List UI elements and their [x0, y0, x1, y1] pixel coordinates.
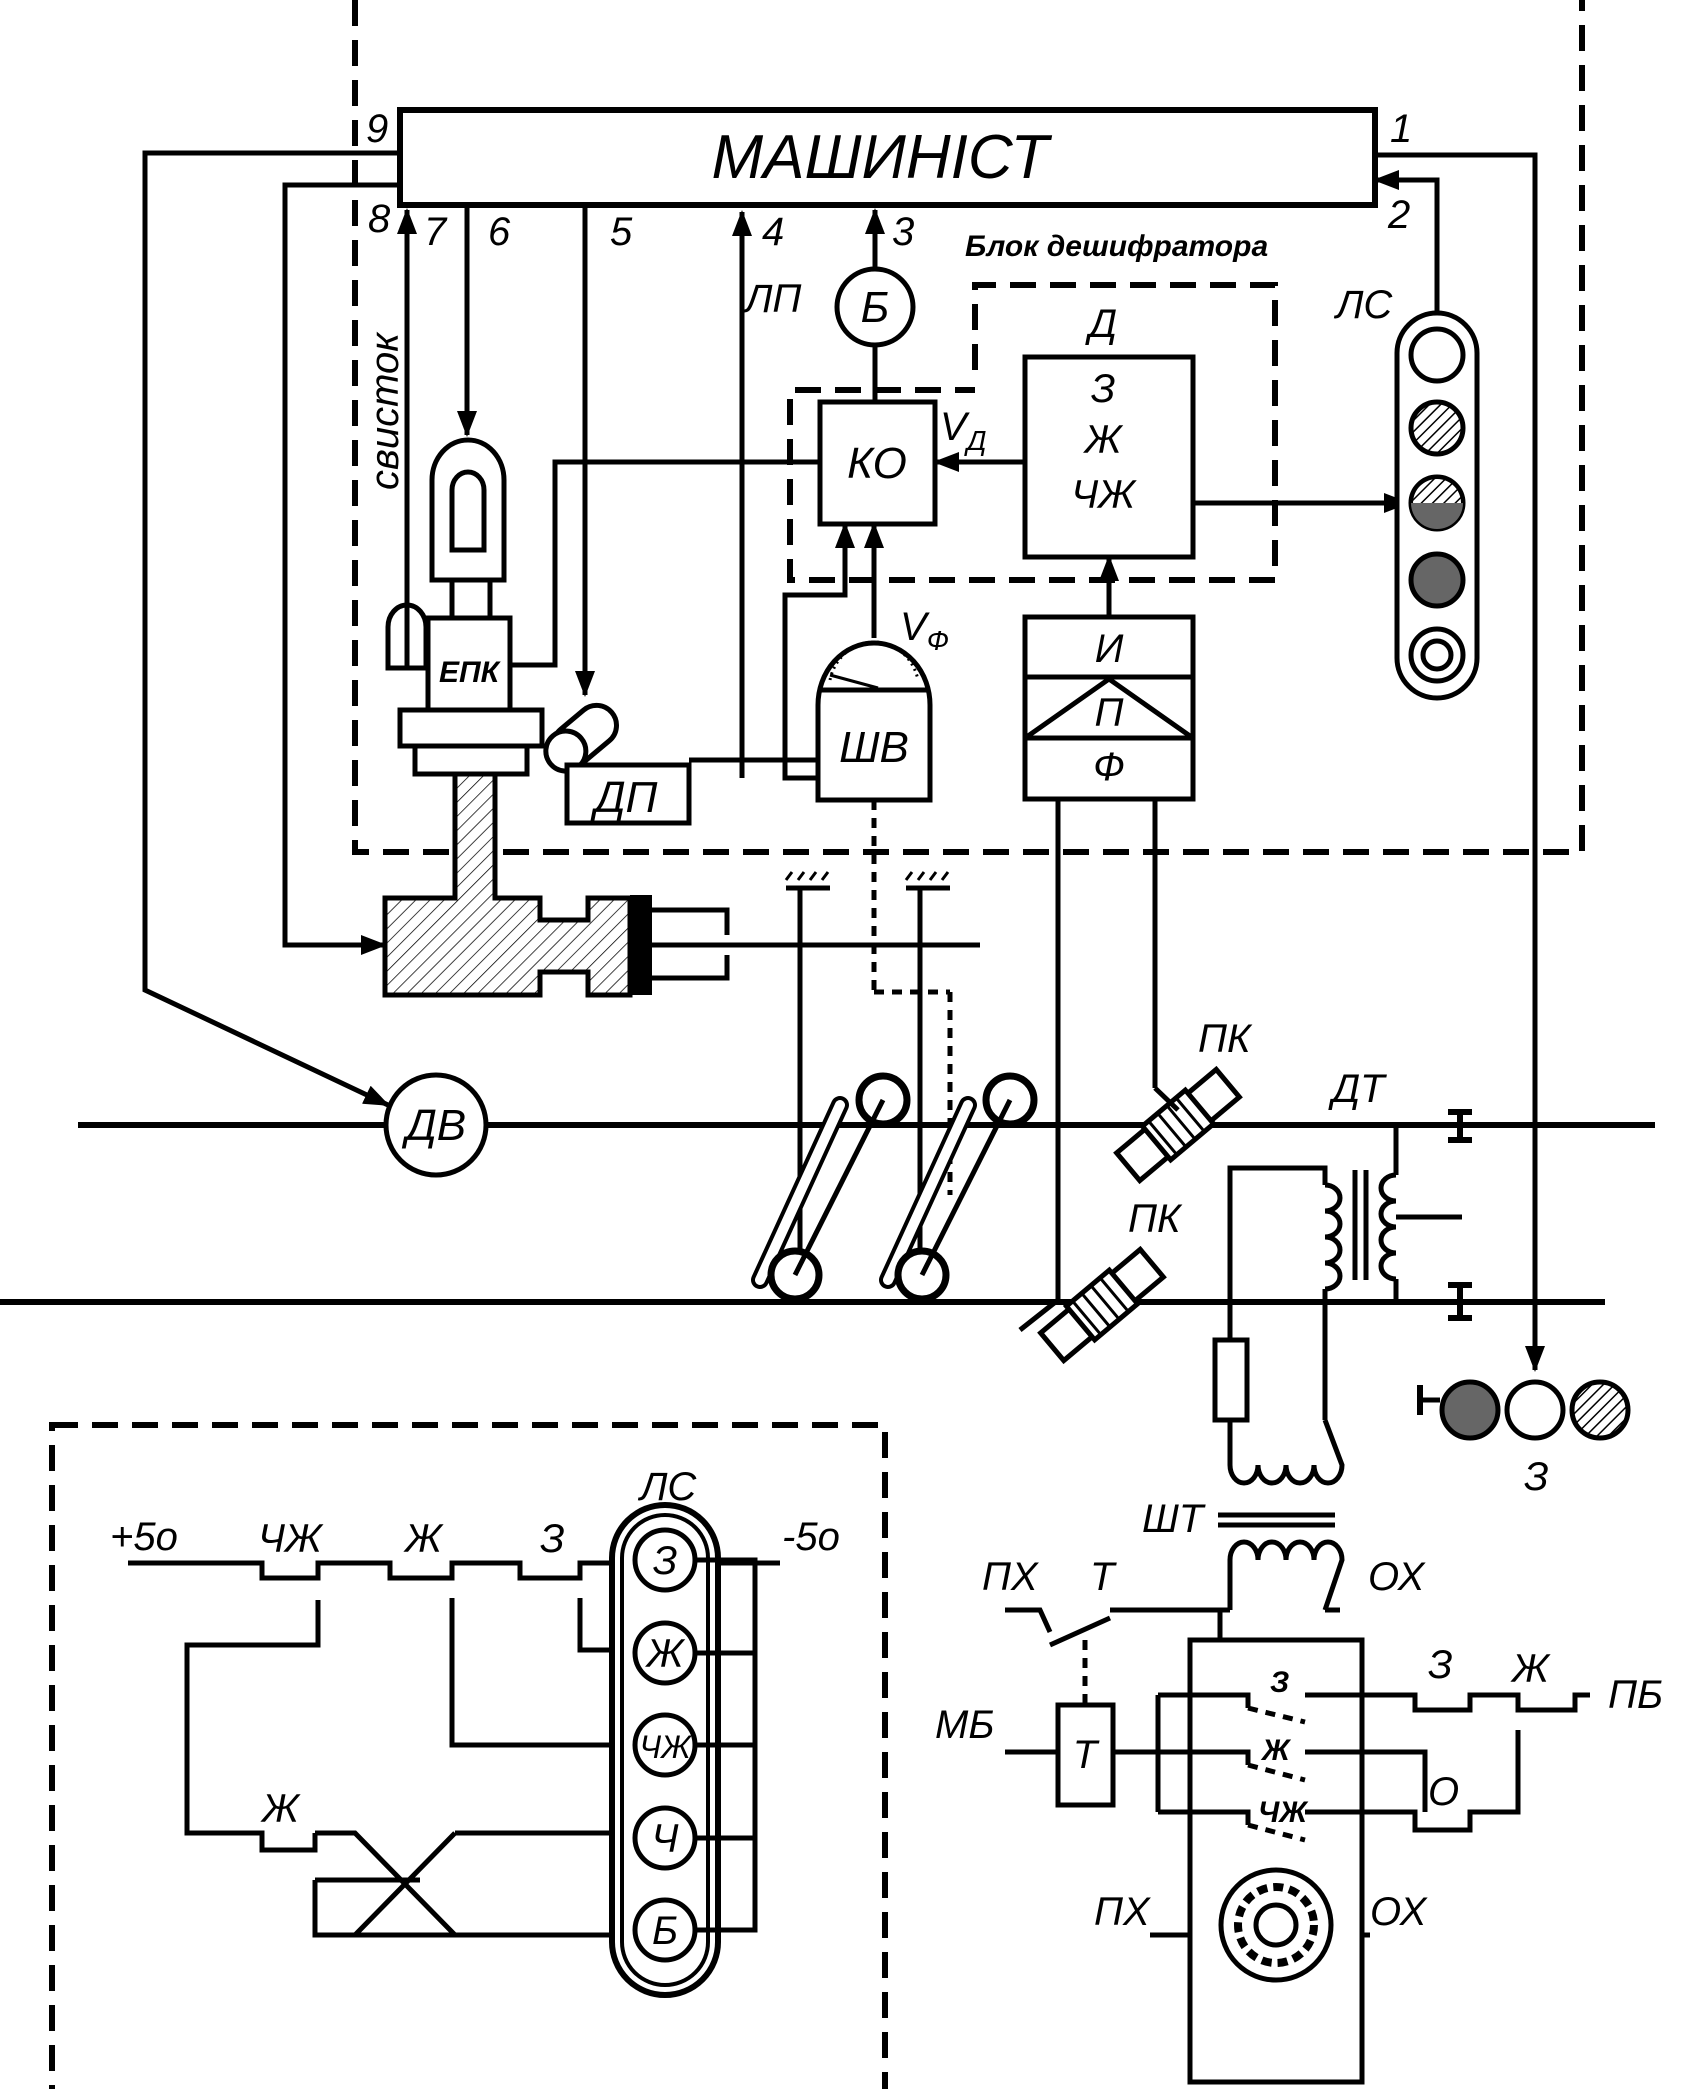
- resistor: [1212, 1337, 1250, 1423]
- decoder-box: [1022, 354, 1196, 560]
- pk1-label: ПК: [1198, 1017, 1253, 1061]
- plus-label: +5о: [110, 1515, 178, 1559]
- brake-valve-body: [382, 771, 633, 998]
- ls-circuit-label: ЛС: [637, 1465, 697, 1509]
- decoder-line-chzh: ЧЖ: [1071, 473, 1137, 517]
- terminal-1: 1: [1390, 107, 1412, 151]
- terminal-2: 2: [1387, 193, 1410, 237]
- dv-label: ДВ: [401, 1101, 466, 1150]
- cab-signal-label: ЛС: [1333, 283, 1393, 327]
- dt-label: ДТ: [1328, 1067, 1387, 1111]
- minus-label: -5о: [782, 1515, 840, 1559]
- ground-signal: [1417, 1379, 1631, 1441]
- dp-box: [564, 762, 692, 826]
- filter-box: [1022, 614, 1196, 802]
- px-bottom-label: ПХ: [1094, 1890, 1151, 1934]
- filter-line-f: Ф: [1093, 745, 1125, 789]
- px-top-label: ПХ: [982, 1555, 1039, 1599]
- lamp-z-label: З: [653, 1539, 678, 1583]
- terminal-6: 6: [488, 210, 511, 254]
- mb-label: МБ: [935, 1703, 994, 1747]
- ko-box: [817, 399, 938, 527]
- ox-bottom-label: ОХ: [1370, 1890, 1428, 1934]
- track-relay-body: [1187, 1637, 1365, 2085]
- ox-top-label: ОХ: [1368, 1555, 1426, 1599]
- wheelset-1: [751, 871, 911, 1303]
- terminal-4: 4: [762, 210, 784, 254]
- lp-label: ЛП: [742, 277, 802, 321]
- shv-label: ШВ: [839, 723, 909, 772]
- lamp-zh-label: Ж: [645, 1632, 686, 1676]
- filter-line-i: И: [1095, 627, 1124, 671]
- decoder-line-d: Д: [1085, 302, 1117, 346]
- pickup-coil-1: [1113, 1065, 1243, 1185]
- terminal-8: 8: [368, 197, 391, 241]
- contact-z-label: З: [540, 1517, 565, 1561]
- relay-chzh-label: ЧЖ: [1258, 1796, 1309, 1829]
- pressure-switch-icon: [543, 702, 619, 774]
- decoder-line-z: З: [1091, 367, 1116, 411]
- dp-label: ДП: [590, 773, 658, 822]
- contact-zh-label: Ж: [403, 1517, 444, 1561]
- contact-chzh-label: ЧЖ: [258, 1517, 324, 1561]
- vd-label: VД: [940, 405, 986, 456]
- pk2-label: ПК: [1128, 1197, 1183, 1241]
- j-out-label: Ж: [1510, 1647, 1551, 1691]
- relay-z-label: З: [1270, 1666, 1289, 1699]
- terminal-9: 9: [366, 107, 388, 151]
- pb-label: ПБ: [1608, 1673, 1663, 1717]
- t-top-label: Т: [1090, 1555, 1117, 1599]
- relay-zh-label: Ж: [1260, 1734, 1292, 1767]
- speedometer-box: [815, 640, 933, 803]
- signal-z-label: З: [1524, 1455, 1549, 1499]
- lamp-b-label: Б: [652, 1909, 678, 1953]
- driver-block: МАШИНІСТ: [397, 107, 1378, 208]
- vf-label: VФ: [900, 605, 949, 656]
- pickup-coil-2: [1037, 1245, 1167, 1365]
- bell-label: Б: [861, 283, 890, 332]
- whistle-label: свисток: [363, 331, 407, 490]
- terminal-3: 3: [892, 210, 914, 254]
- driver-title: МАШИНІСТ: [711, 123, 1052, 192]
- dv-circle: [383, 1072, 489, 1178]
- o-out-label: О: [1428, 1770, 1459, 1814]
- decoder-line-zh: Ж: [1083, 418, 1124, 462]
- relay-drum-icon: [1218, 1867, 1334, 1983]
- sht-label: ШТ: [1142, 1497, 1206, 1541]
- terminal-7: 7: [424, 210, 448, 254]
- t-relay-label: Т: [1073, 1733, 1100, 1777]
- terminal-5: 5: [610, 210, 633, 254]
- z-out-label: З: [1428, 1643, 1453, 1687]
- cab-circuit-enclosure: [49, 1422, 888, 2089]
- t-relay-box: [1055, 1702, 1116, 1808]
- lamp-chzh-label: ЧЖ: [640, 1729, 693, 1765]
- locomotive-enclosure: [352, 0, 1585, 855]
- dt-transformer: [1227, 1109, 1472, 1420]
- contact-zh2-label: Ж: [260, 1787, 301, 1831]
- wheelset-2: [879, 871, 1038, 1303]
- lamp-ch-label: Ч: [652, 1817, 679, 1861]
- filter-line-p: П: [1095, 691, 1125, 735]
- epk-label: ЕПК: [439, 656, 502, 689]
- decoder-block-label: Блок дешифратора: [965, 230, 1268, 263]
- decoder-enclosure: [787, 282, 1278, 583]
- ko-label: КО: [847, 439, 907, 488]
